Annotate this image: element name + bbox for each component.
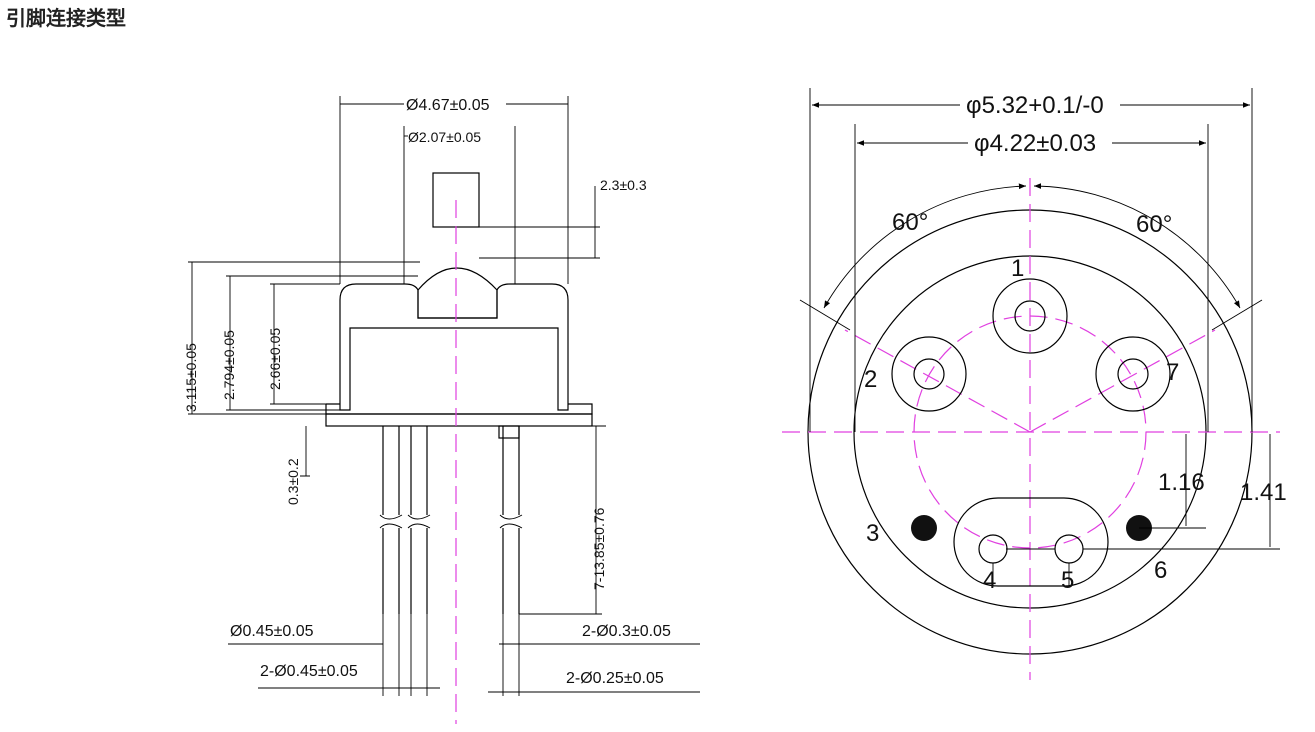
dim-lead-length: 7-13.85±0.76 xyxy=(591,507,607,590)
pin-4 xyxy=(978,534,1008,564)
pin-5 xyxy=(1054,534,1084,564)
dim-angle-left: 60° xyxy=(892,209,928,236)
dim-cap-diameter: Ø4.67±0.05 xyxy=(406,97,490,114)
dim-window-offset: 2.3±0.3 xyxy=(600,177,647,193)
pin-label-4: 4 xyxy=(983,567,996,594)
pin-label-1: 1 xyxy=(1011,255,1024,282)
page-title: 引脚连接类型 xyxy=(6,6,126,30)
pin-1-ring xyxy=(992,278,1068,354)
pin-2 xyxy=(913,358,945,390)
flange xyxy=(325,403,593,415)
dim-lead-dia-2: 2-Ø0.45±0.05 xyxy=(260,663,358,680)
pin-label-7: 7 xyxy=(1166,359,1179,386)
pin-label-3: 3 xyxy=(866,520,879,547)
dim-flange: 0.3±0.2 xyxy=(285,458,301,505)
pin-label-6: 6 xyxy=(1154,557,1167,584)
cap-body xyxy=(339,283,569,411)
dim-height-2: 2.794±0.05 xyxy=(221,330,237,400)
leads xyxy=(379,425,523,614)
bottom-view: φ5.32+0.1/-0 φ4.22±0.03 60° 60° 1.16 1.4… xyxy=(782,88,1287,680)
side-view: Ø4.67±0.05 Ø2.07±0.05 2.3±0.3 3.115±0.05… xyxy=(183,96,700,724)
pin-7 xyxy=(1117,358,1149,390)
dim-inner-diameter: φ4.22±0.03 xyxy=(974,130,1096,157)
lens-dome xyxy=(417,267,498,319)
pin-4-5-oval xyxy=(953,497,1109,587)
dim-offset-1: 1.16 xyxy=(1158,469,1205,496)
pin-2-ring xyxy=(891,336,967,412)
dim-lead-dia-3: 2-Ø0.3±0.05 xyxy=(582,623,671,640)
base-plate xyxy=(325,413,593,427)
pin-1 xyxy=(1014,300,1046,332)
dim-angle-right: 60° xyxy=(1136,211,1172,238)
pin-7-ring xyxy=(1095,336,1171,412)
pin-3 xyxy=(911,515,937,541)
dim-window-diameter: Ø2.07±0.05 xyxy=(408,129,481,145)
dim-offset-2: 1.41 xyxy=(1240,479,1287,506)
pin-label-5: 5 xyxy=(1061,567,1074,594)
pin-label-2: 2 xyxy=(864,366,877,393)
dim-lead-dia-1: Ø0.45±0.05 xyxy=(230,623,314,640)
dim-height-3: 2.66±0.05 xyxy=(267,328,283,390)
dim-outer-diameter: φ5.32+0.1/-0 xyxy=(966,92,1104,119)
dim-lead-dia-4: 2-Ø0.25±0.05 xyxy=(566,670,664,687)
dim-total-height: 3.115±0.05 xyxy=(183,343,199,412)
